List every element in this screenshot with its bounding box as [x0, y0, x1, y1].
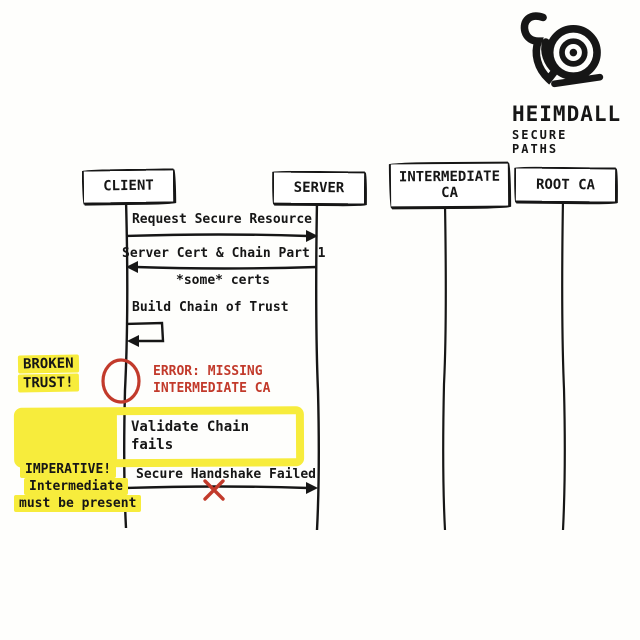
actor-root-ca: ROOT CA [513, 166, 618, 204]
actor-intermediate-ca: INTERMEDIATE CA [388, 161, 511, 209]
actor-server-label: SERVER [293, 179, 345, 197]
self-loop-build-chain [125, 321, 165, 343]
validate-highlight-fill [20, 413, 118, 461]
message-request-secure-resource: Request Secure Resource [131, 212, 312, 227]
message-some-certs-note: *some* certs [176, 273, 270, 288]
imperative-line1: IMPERATIVE! [20, 461, 117, 478]
actor-client-label: CLIENT [103, 178, 154, 195]
broken-trust-line2: TRUST! [17, 373, 79, 393]
broken-trust-line1: BROKEN [17, 354, 79, 374]
error-text-line2: INTERMEDIATE CA [153, 381, 271, 396]
validate-chain-line1: Validate Chain [131, 419, 250, 435]
arrowhead-handshake-failed [306, 482, 318, 494]
imperative-line3: must be present [14, 495, 142, 512]
validate-chain-line2: fails [131, 437, 174, 453]
arrowhead-self-loop [127, 335, 139, 347]
arrow-handshake-failed [125, 485, 309, 490]
error-text-line1: ERROR: MISSING [153, 364, 263, 379]
actor-intermediate-ca-label: INTERMEDIATE CA [398, 168, 501, 202]
message-build-chain-of-trust: Build Chain of Trust [132, 300, 289, 315]
heimdall-horn-eye-icon [520, 12, 604, 88]
actor-root-ca-label: ROOT CA [535, 176, 596, 194]
message-server-cert-chain: Server Cert & Chain Part 1 [122, 246, 326, 261]
brand-tagline: SECURE PATHS [512, 128, 568, 156]
arrowhead-request [306, 230, 318, 242]
actor-client: CLIENT [81, 168, 176, 205]
actor-server: SERVER [271, 170, 367, 206]
logo: HEIMDALL SECURE PATHS [512, 8, 622, 156]
intermediate-lifeline [442, 203, 447, 531]
error-circle [101, 358, 141, 404]
failure-x-icon [203, 479, 225, 501]
message-secure-handshake-failed: Secure Handshake Failed [136, 467, 317, 482]
arrow-request [125, 233, 309, 238]
arrowhead-servercert [126, 261, 138, 273]
brand-name: HEIMDALL [512, 102, 622, 126]
root-lifeline [561, 198, 566, 531]
imperative-line2: Intermediate [24, 478, 128, 495]
arrow-servercert [135, 265, 318, 270]
